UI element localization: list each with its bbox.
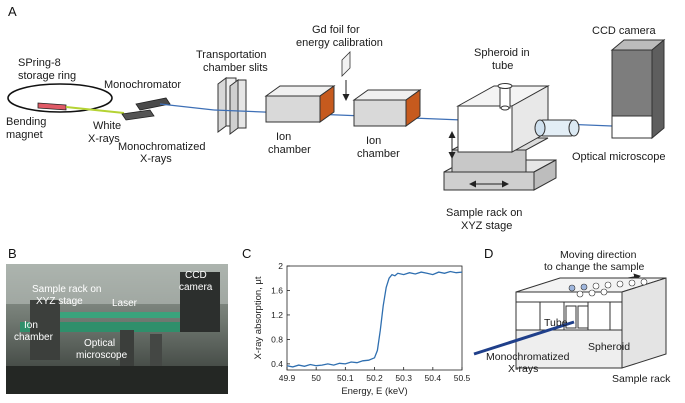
- x-tick-label: 50.1: [337, 373, 354, 383]
- spheroid-label-2: tube: [492, 60, 513, 72]
- ion-chamber-1-label-2: chamber: [268, 144, 311, 156]
- moving-label-1: Moving direction: [560, 249, 637, 261]
- beamline-photo: [6, 264, 228, 394]
- optical-label: Optical microscope: [572, 151, 666, 163]
- y-tick-label: 0.4: [271, 359, 283, 369]
- monochromator: [121, 97, 171, 121]
- optical-microscope: [534, 119, 580, 137]
- ion-chamber-1: [264, 85, 336, 123]
- gd-label-1: Gd foil for: [312, 24, 360, 36]
- photo-ccd-label-2: camera: [179, 282, 213, 293]
- mono-label-d-2: X-rays: [508, 363, 538, 375]
- x-tick-label: 49.9: [279, 373, 296, 383]
- mono-beam-short: [159, 103, 215, 111]
- moving-label-2: to change the sample: [544, 261, 645, 273]
- y-tick-label: 1.6: [271, 285, 283, 295]
- x-tick-label: 50.5: [454, 373, 471, 383]
- transport-label-1: Transportation: [196, 49, 267, 61]
- mono-xray-label-2: X-rays: [140, 153, 172, 165]
- y-axis-label: X-ray absorption, μt: [253, 276, 264, 359]
- mono-xray-label-1: Monochromatized: [118, 141, 205, 153]
- monochromator-label: Monochromator: [104, 79, 181, 91]
- gd-foil: [341, 51, 351, 77]
- mono-beam-d: [473, 320, 575, 356]
- ion-chamber-2-label-2: chamber: [357, 148, 400, 160]
- rack-diagram: [515, 277, 667, 369]
- panel-label-d: D: [484, 246, 493, 261]
- photo-ccd-label-1: CCD: [185, 270, 207, 281]
- storage-ring-label-1: SPring-8: [18, 57, 61, 69]
- photo-rack-label-1: Sample rack on: [32, 284, 101, 295]
- xas-chart: 0.4 0.8 1.2 1.6 2 49.9 50 50.1 50.2 50.3 50.4 50.5…: [253, 261, 471, 397]
- ion-chamber-2: [352, 89, 422, 127]
- storage-ring: [7, 83, 113, 113]
- x-axis-label: Energy, E (keV): [341, 386, 407, 397]
- spheroid-label-1: Spheroid in: [474, 47, 530, 59]
- y-tick-label: 2: [278, 261, 283, 271]
- photo-rack-label-2: XYZ stage: [36, 296, 83, 307]
- bending-magnet-label-2: magnet: [6, 129, 43, 141]
- x-tick-label: 50.3: [395, 373, 412, 383]
- white-xray-label-1: White: [93, 120, 121, 132]
- tube-label: Tube: [544, 317, 568, 329]
- panel-label-a: A: [8, 4, 17, 19]
- panel-label-b: B: [8, 246, 17, 261]
- x-tick-label: 50.4: [425, 373, 442, 383]
- plot-frame: [286, 265, 463, 371]
- bending-magnet-label-1: Bending: [6, 116, 46, 128]
- photo-optical-label-1: Optical: [84, 338, 115, 349]
- photo-ion-label-2: chamber: [14, 332, 54, 343]
- white-xray-beam: [65, 106, 125, 114]
- storage-ring-label-2: storage ring: [18, 70, 76, 82]
- spheroid-tube: [497, 83, 513, 111]
- x-tick-label: 50.2: [366, 373, 383, 383]
- spheroid-label-d: Spheroid: [588, 341, 630, 353]
- ccd-label: CCD camera: [592, 25, 656, 37]
- ion-chamber-2-label-1: Ion: [366, 135, 381, 147]
- gd-label-2: energy calibration: [296, 37, 383, 49]
- y-tick-label: 1.2: [271, 310, 283, 320]
- bending-magnet: [37, 102, 67, 111]
- rack-label-1: Sample rack on: [446, 207, 522, 219]
- transport-label-2: chamber slits: [203, 62, 268, 74]
- mono-label-d-1: Monochromatized: [486, 351, 570, 363]
- rack-label-2: XYZ stage: [461, 220, 512, 232]
- photo-laser-label: Laser: [112, 298, 138, 309]
- x-tick-label: 50: [311, 373, 321, 383]
- rack-label-d: Sample rack: [612, 373, 671, 385]
- transport-slits: [217, 77, 247, 135]
- panel-label-c: C: [242, 246, 251, 261]
- ccd-camera: [610, 38, 666, 140]
- absorption-curve: [286, 270, 463, 368]
- white-xray-label-2: X-rays: [88, 133, 120, 145]
- xyz-stage: [443, 137, 557, 191]
- photo-optical-label-2: microscope: [76, 350, 128, 361]
- ion-chamber-1-label-1: Ion: [276, 131, 291, 143]
- photo-ion-label-1: Ion: [24, 320, 38, 331]
- y-tick-label: 0.8: [271, 334, 283, 344]
